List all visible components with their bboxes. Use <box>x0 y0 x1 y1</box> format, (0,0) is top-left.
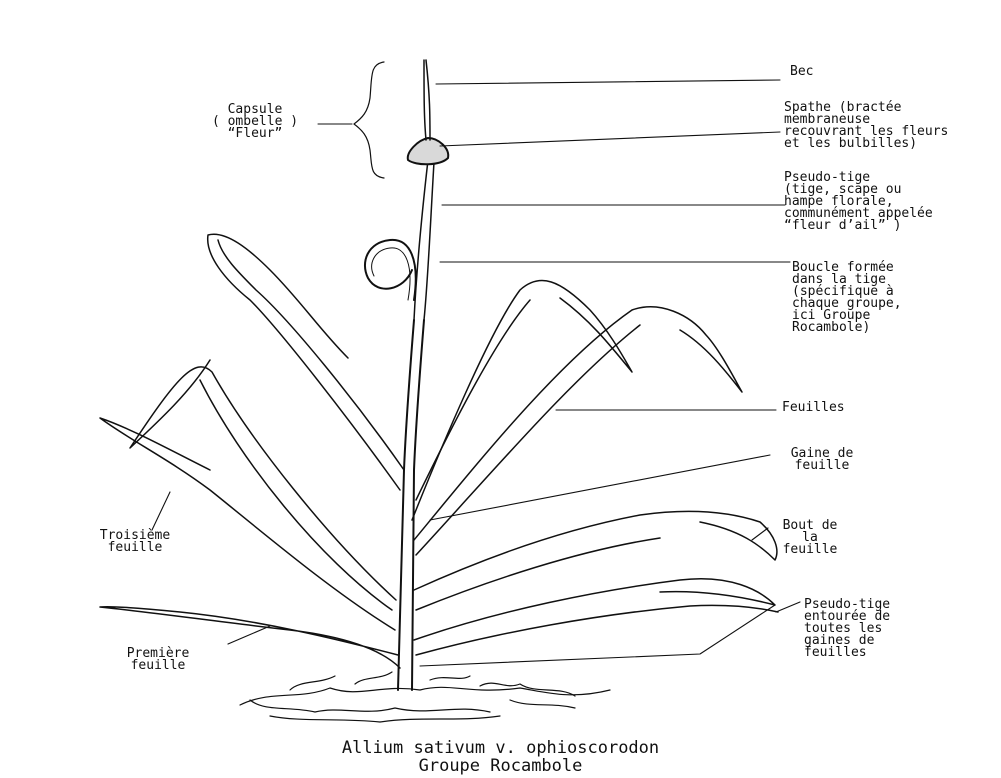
caption-species: Allium sativum v. ophioscorodon <box>0 740 1001 757</box>
label-boucle: Boucle formée dans la tige (spécifique à… <box>792 262 902 334</box>
capsule-brace <box>354 62 384 178</box>
label-gaine: Gaine de feuille <box>776 448 868 472</box>
label-feuilles: Feuilles <box>782 402 845 414</box>
label-capsule: Capsule ( ombelle ) “Fleur” <box>190 104 320 140</box>
roots <box>240 672 610 722</box>
stem <box>365 160 434 690</box>
stem-loop <box>365 240 416 300</box>
label-pseudo-tige-entouree: Pseudo-tige entourée de toutes les gaine… <box>804 599 890 659</box>
label-bec: Bec <box>790 66 813 78</box>
label-premiere: Première feuille <box>108 648 208 672</box>
label-troisieme: Troisième feuille <box>80 530 190 554</box>
label-bout: Bout de la feuille <box>770 520 850 556</box>
caption-group: Groupe Rocambole <box>0 758 1001 775</box>
label-pseudo-tige: Pseudo-tige (tige, scape ou hampe floral… <box>784 172 933 232</box>
capsule-head <box>408 60 448 164</box>
leaves <box>100 234 778 668</box>
label-spathe: Spathe (bractée membraneuse recouvrant l… <box>784 102 948 150</box>
